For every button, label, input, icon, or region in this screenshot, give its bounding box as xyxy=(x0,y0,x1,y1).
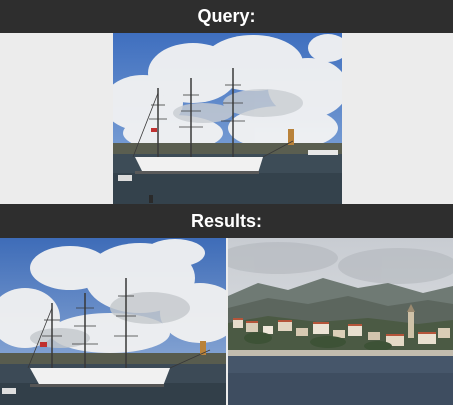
query-label: Query: xyxy=(197,6,256,26)
result-image-2 xyxy=(228,238,453,405)
tall-ship-photo-icon xyxy=(113,33,342,204)
results-header: Results: xyxy=(0,204,453,238)
tall-ship-photo-icon xyxy=(0,238,226,405)
coastal-town-photo-icon xyxy=(228,238,453,405)
result-image-1 xyxy=(0,238,226,405)
result-divider xyxy=(226,238,228,405)
results-label: Results: xyxy=(190,210,262,231)
query-image xyxy=(113,33,342,204)
query-header: Query: xyxy=(0,0,453,33)
